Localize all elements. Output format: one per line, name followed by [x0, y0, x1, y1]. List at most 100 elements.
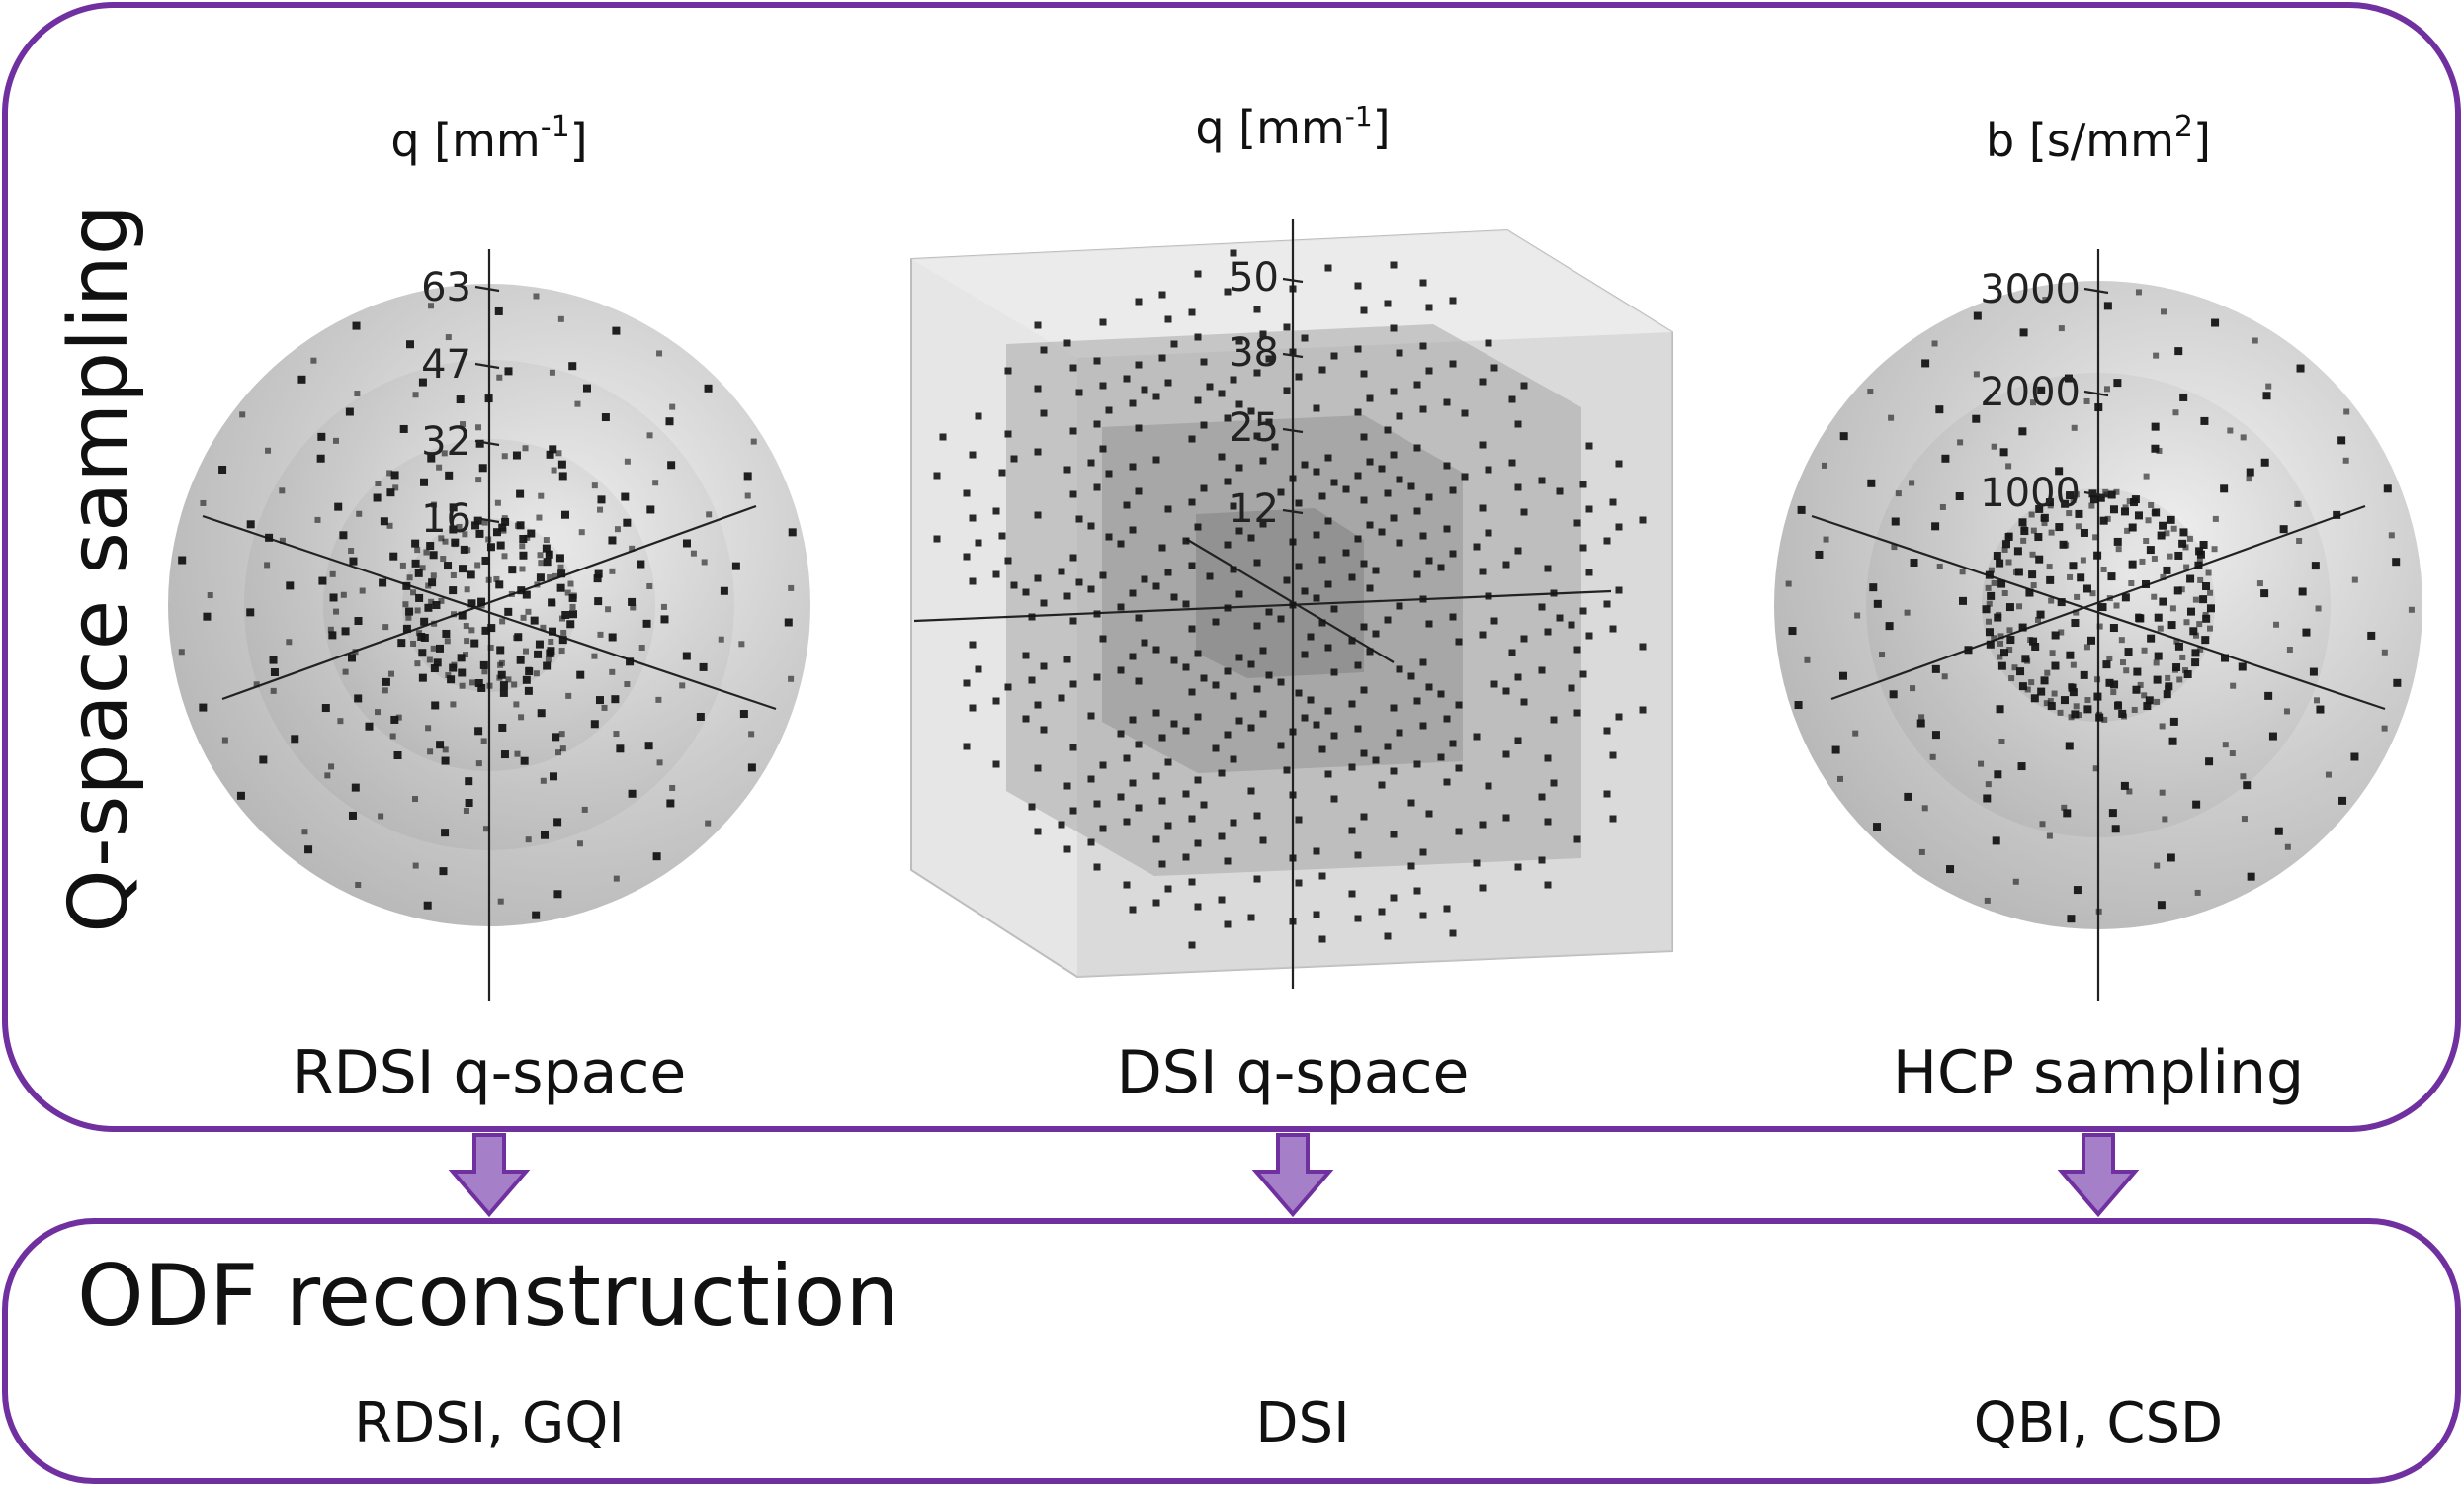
y-axis — [1185, 538, 1395, 663]
sample-point — [1378, 908, 1386, 916]
sample-point — [1164, 885, 1172, 893]
sample-point — [2058, 629, 2065, 636]
sample-point — [496, 541, 505, 550]
sample-point — [1313, 594, 1320, 602]
sample-point — [1384, 489, 1392, 497]
sample-point — [2186, 574, 2195, 583]
sample-point — [1253, 306, 1261, 313]
sample-point — [1028, 803, 1036, 811]
sample-point — [2039, 821, 2046, 828]
sample-point — [669, 784, 676, 791]
sample-point — [420, 478, 429, 486]
sample-point — [1135, 424, 1143, 432]
sample-point — [1069, 807, 1077, 815]
sample-point — [1230, 755, 1237, 763]
sample-point — [1479, 441, 1487, 449]
sample-point — [2068, 683, 2077, 692]
z-tick-label: 47 — [421, 342, 471, 388]
sample-point — [569, 610, 578, 619]
sample-point — [2027, 636, 2034, 643]
sample-point — [1985, 618, 1992, 625]
sample-point — [1004, 557, 1012, 565]
sample-point — [207, 592, 213, 599]
sample-point — [1490, 617, 1498, 625]
sample-point — [1508, 395, 1516, 403]
sample-point — [269, 656, 278, 664]
sample-point — [522, 590, 531, 599]
sample-point — [2192, 596, 2199, 603]
sample-point — [445, 334, 452, 341]
sample-point — [2093, 551, 2102, 560]
sample-point — [2080, 528, 2088, 537]
sample-point — [2229, 750, 2236, 757]
sample-point — [1324, 580, 1332, 588]
sample-point — [1224, 414, 1232, 422]
sample-point — [1235, 464, 1243, 472]
sample-point — [591, 482, 598, 489]
sample-point — [420, 617, 429, 626]
sample-point — [259, 755, 268, 764]
sample-point — [1218, 832, 1226, 840]
sample-point — [2167, 515, 2175, 524]
sample-point — [2088, 502, 2095, 509]
sample-point — [2230, 682, 2237, 689]
sample-point — [560, 510, 569, 519]
z-tick-mark — [1282, 508, 1304, 515]
sample-point — [1182, 537, 1190, 545]
sample-point — [1972, 414, 1981, 423]
sample-point — [1372, 630, 1380, 638]
sample-point — [389, 552, 398, 561]
sample-point — [1999, 649, 2008, 657]
sample-point — [2066, 491, 2075, 500]
sample-point — [1615, 523, 1623, 531]
sample-point — [1158, 860, 1166, 868]
sample-point — [354, 694, 363, 703]
sample-point — [1022, 588, 1030, 596]
z-tick-mark — [2083, 390, 2109, 397]
z-tick-mark — [1282, 277, 1304, 284]
sample-point — [1075, 389, 1083, 396]
sample-point — [481, 519, 488, 526]
sample-point — [1182, 727, 1190, 735]
sample-point — [594, 569, 603, 578]
sample-point — [341, 627, 350, 636]
sample-point — [1603, 727, 1611, 735]
sample-point — [1348, 827, 1356, 834]
sample-point — [2178, 586, 2185, 593]
sample-point — [2174, 347, 2183, 356]
sample-point — [2262, 392, 2271, 400]
sample-point — [1069, 744, 1077, 751]
sample-point — [1342, 549, 1350, 557]
sample-point — [548, 638, 554, 645]
sample-point — [484, 394, 493, 403]
sample-point — [626, 657, 635, 666]
sample-point — [1058, 694, 1065, 702]
sample-point — [1301, 587, 1309, 595]
sample-point — [1603, 790, 1611, 798]
sample-point — [418, 649, 427, 657]
sample-point — [1194, 523, 1202, 531]
sample-point — [402, 581, 411, 590]
sample-point — [2006, 647, 2013, 654]
sample-point — [479, 660, 488, 669]
sample-point — [2071, 424, 2078, 431]
sample-point — [1354, 282, 1362, 290]
sample-point — [1997, 579, 2006, 588]
sample-point — [1538, 793, 1546, 801]
sample-point — [2192, 800, 2201, 809]
sample-point — [425, 725, 432, 732]
sample-point — [1034, 511, 1042, 519]
sample-point — [386, 470, 393, 477]
sample-point — [1087, 712, 1095, 720]
sample-point — [392, 484, 399, 491]
sample-point — [2157, 901, 2166, 910]
sample-point — [2051, 631, 2060, 640]
sample-point — [1396, 729, 1403, 737]
sample-point — [1158, 797, 1166, 805]
sample-point — [2246, 468, 2254, 477]
sample-point — [2018, 623, 2027, 632]
sample-point — [487, 624, 496, 633]
sample-point — [2103, 491, 2110, 498]
sample-point — [1087, 522, 1095, 530]
sample-point — [556, 583, 565, 592]
